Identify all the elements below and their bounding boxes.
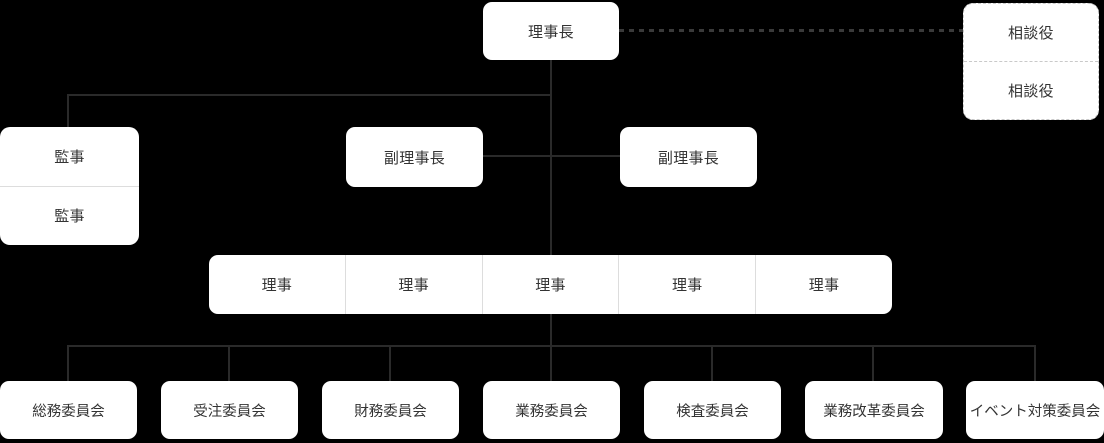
node-label: 副理事長 — [657, 149, 720, 167]
node-label: 相談役 — [1008, 83, 1054, 100]
node-label: 監事 — [54, 208, 85, 226]
node-label: 理事長 — [528, 23, 574, 41]
node-label: 業務委員会 — [515, 403, 588, 420]
node-director-3: 理事 — [483, 255, 620, 314]
node-committee-inspection: 検査委員会 — [644, 381, 781, 439]
node-label: 相談役 — [1008, 25, 1054, 42]
connector-committee-drop-4 — [550, 345, 552, 381]
node-director-1: 理事 — [209, 255, 346, 314]
node-label: 理事 — [261, 277, 293, 294]
node-director-5: 理事 — [756, 255, 892, 314]
node-advisor-1: 相談役 — [964, 4, 1098, 62]
node-label: 財務委員会 — [354, 403, 427, 420]
node-committee-business-reform: 業務改革委員会 — [805, 381, 943, 439]
node-label: 理事 — [808, 277, 840, 294]
connector-center-vertical-lower — [550, 314, 552, 347]
node-label: 総務委員会 — [32, 403, 105, 420]
node-label: 業務改革委員会 — [823, 403, 925, 420]
connector-top-horizontal — [67, 94, 552, 96]
node-group-auditors: 監事 監事 — [0, 127, 139, 245]
connector-committee-drop-5 — [711, 345, 713, 381]
node-label: 監事 — [54, 148, 85, 166]
node-group-directors: 理事 理事 理事 理事 理事 — [209, 255, 892, 314]
connector-committee-drop-6 — [872, 345, 874, 381]
connector-committee-drop-7 — [1034, 345, 1036, 381]
node-label: 副理事長 — [383, 149, 446, 167]
node-director-4: 理事 — [619, 255, 757, 314]
node-label: 受注委員会 — [193, 403, 266, 420]
connector-center-vertical-upper — [550, 60, 552, 255]
node-label: 検査委員会 — [676, 403, 749, 420]
node-vice-chairman-2: 副理事長 — [620, 127, 757, 187]
node-committee-event-countermeasures: イベント対策委員会 — [966, 381, 1104, 439]
connector-committee-drop-2 — [228, 345, 230, 381]
node-label: 理事 — [535, 277, 566, 294]
node-label: イベント対策委員会 — [969, 403, 1101, 420]
node-label: 理事 — [671, 277, 703, 294]
node-committee-general-affairs: 総務委員会 — [0, 381, 137, 439]
node-director-2: 理事 — [346, 255, 483, 314]
connector-auditor-drop — [67, 94, 69, 127]
connector-committee-drop-3 — [389, 345, 391, 381]
node-committee-operations: 業務委員会 — [483, 381, 620, 439]
connector-vice-chairmen-horizontal — [483, 155, 620, 157]
node-advisor-2: 相談役 — [964, 62, 1098, 119]
node-label: 理事 — [398, 277, 429, 294]
node-auditor-1: 監事 — [0, 127, 139, 187]
node-auditor-2: 監事 — [0, 187, 139, 246]
connector-committee-drop-1 — [67, 345, 69, 381]
node-group-advisors: 相談役 相談役 — [963, 3, 1099, 120]
connector-advisor-dashed — [619, 29, 963, 32]
node-vice-chairman-1: 副理事長 — [346, 127, 483, 187]
node-committee-finance: 財務委員会 — [322, 381, 459, 439]
node-committee-orders: 受注委員会 — [161, 381, 298, 439]
node-chairman: 理事長 — [483, 2, 619, 60]
